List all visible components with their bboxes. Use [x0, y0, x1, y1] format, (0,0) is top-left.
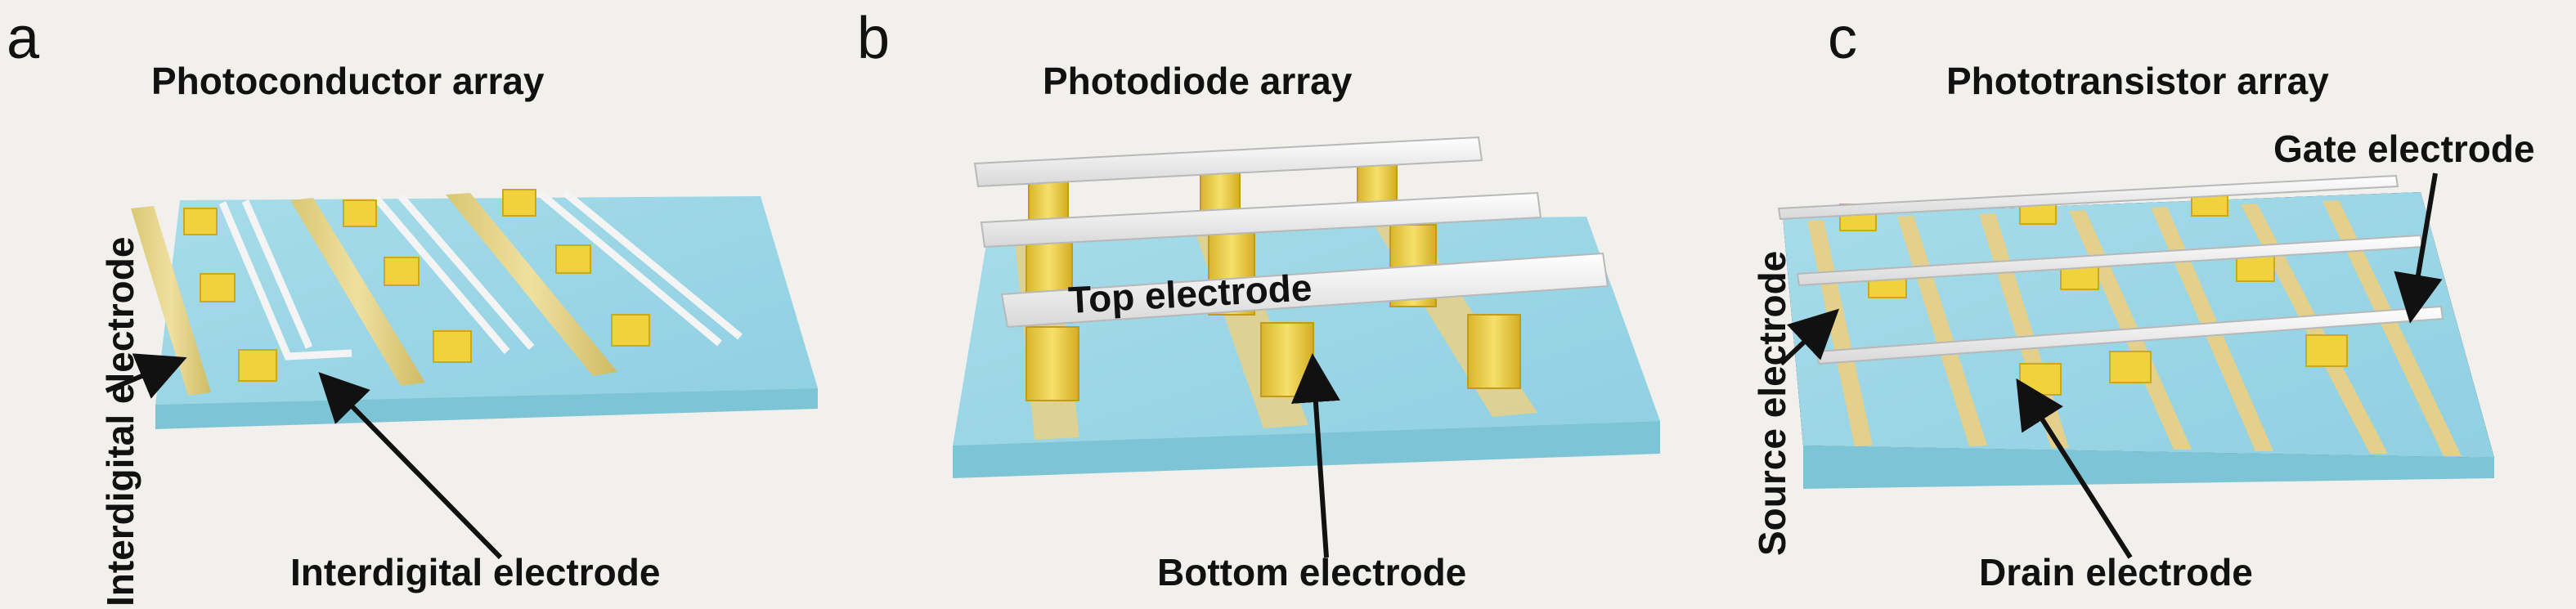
panel-c-gate-electrodes — [1777, 174, 2444, 365]
arrow-b-bottom — [1290, 353, 1340, 558]
arrow-a-bottom — [318, 372, 503, 560]
panel-title-a: Photoconductor array — [151, 60, 545, 102]
panel-letter-b: b — [857, 6, 891, 71]
label-source-electrode: Source electrode — [1751, 250, 1793, 556]
label-top-electrode: Top electrode — [1067, 266, 1313, 321]
panel-letter-c: c — [1828, 6, 1857, 71]
panel-a: a Photoconductor array Interdigital elec… — [0, 0, 850, 609]
label-gate-electrode: Gate electrode — [2273, 128, 2535, 170]
panel-letter-a: a — [7, 6, 40, 71]
panel-b: b Photodiode array Top electrode Bottom … — [850, 0, 1717, 609]
panel-a-electrodes — [131, 189, 743, 396]
panel-c: c Phototransistor array Gate electrode S… — [1717, 0, 2576, 609]
arrow-c-drain — [2016, 378, 2133, 559]
label-interdigital-vertical: Interdigital electrode — [99, 236, 141, 607]
panel-title-c: Phototransistor array — [1946, 60, 2329, 102]
panel-a-pixels — [183, 189, 650, 382]
panel-title-b: Photodiode array — [1043, 60, 1353, 102]
arrows — [105, 172, 2443, 560]
label-bottom-electrode: Bottom electrode — [1157, 551, 1467, 593]
panel-b-top-electrodes — [973, 136, 1609, 329]
label-drain-electrode: Drain electrode — [1979, 551, 2253, 593]
arrow-c-source — [1779, 308, 1840, 366]
arrow-c-gate — [2394, 172, 2443, 324]
arrow-a-vertical — [105, 353, 187, 399]
label-interdigital-bottom: Interdigital electrode — [290, 551, 661, 593]
